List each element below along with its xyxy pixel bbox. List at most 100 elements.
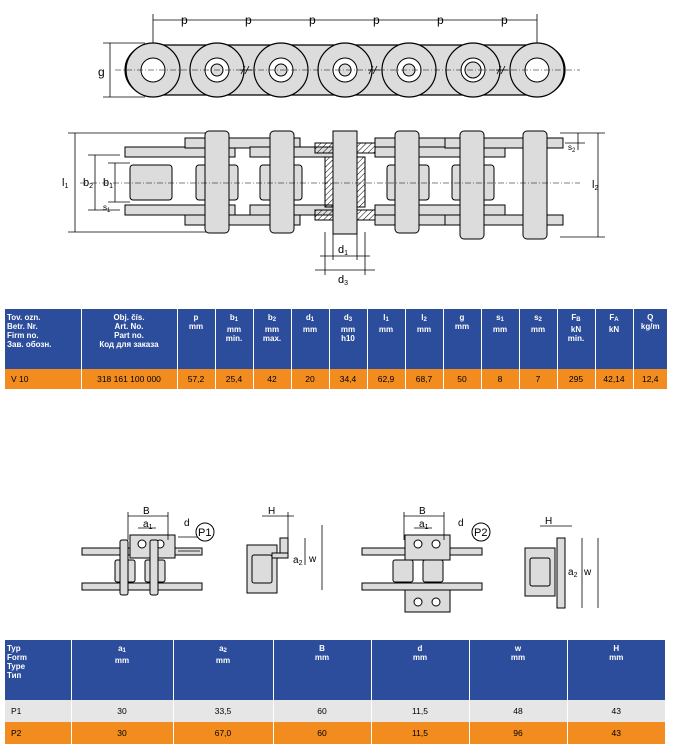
pitch-label: p (181, 13, 188, 27)
header-line: H (613, 644, 620, 653)
plan-dimensions (68, 132, 605, 238)
svg-text:d3: d3 (338, 274, 348, 287)
header-line: mm (454, 322, 470, 331)
header-line: mm (314, 653, 330, 662)
p1-plan-view (81, 534, 203, 596)
chain-spec-table: Tov. ozn.Betr. Nr.Firm no.Зав. обозн.Obj… (5, 309, 667, 389)
pitch-label: p (245, 13, 252, 27)
header-line: Art. No. (114, 322, 144, 331)
header-line: s2 (534, 313, 542, 323)
chain-section-cut (314, 130, 376, 235)
table-cell: 57,2 (177, 369, 216, 389)
p2-dimensions (403, 512, 445, 540)
header-subscript: 1 (500, 317, 504, 323)
header-line: b1 (229, 313, 239, 323)
header-subscript: 2 (538, 317, 542, 323)
header-line: mm (412, 653, 428, 662)
svg-text:d: d (184, 518, 190, 529)
pitch-label: p (309, 13, 316, 27)
p1-dimensions (127, 512, 200, 552)
header-line: mm (226, 325, 242, 334)
table-cell: P2 (5, 722, 72, 744)
table-cell: 50 (443, 369, 482, 389)
header-subscript: A (614, 317, 619, 323)
header-line: d1 (305, 313, 315, 323)
header-line: Form (7, 653, 27, 662)
header-line: mm (609, 653, 624, 662)
table-cell: 43 (611, 706, 621, 716)
table-cell: 43 (611, 728, 621, 738)
table-cell: 11,5 (371, 722, 470, 744)
table-header-cell: Obj. čís.Art. No.Part no.Код для заказа (81, 309, 178, 369)
table-cell: 68,7 (405, 369, 444, 389)
table-cell: 318 161 100 000 (81, 369, 178, 389)
header-line: Tov. ozn. (7, 313, 41, 322)
table-cell: V 10 (5, 369, 82, 389)
header-line: d3 (343, 313, 353, 323)
table-cell: 12,4 (641, 374, 659, 384)
p2-side-view (524, 537, 566, 609)
chain-pins (204, 130, 548, 240)
header-subscript: 1 (310, 317, 315, 323)
table-cell: 11,5 (371, 700, 470, 722)
header-line: b2 (267, 313, 277, 323)
header-line: w (514, 644, 522, 653)
svg-text:l1: l1 (62, 177, 68, 190)
chain-table-header: Tov. ozn.Betr. Nr.Firm no.Зав. обозн.Obj… (5, 309, 667, 369)
header-line: mm (510, 653, 526, 662)
header-line: mm (416, 325, 432, 334)
header-line: l1 (383, 313, 389, 323)
pitch-label: p (437, 13, 444, 27)
header-line: Q (647, 313, 654, 322)
pitch-label: p (501, 13, 508, 27)
header-line: Зав. обозн. (7, 340, 52, 349)
svg-text:d: d (458, 518, 464, 529)
height-label: g (98, 65, 105, 79)
svg-text:s2: s2 (568, 143, 576, 154)
svg-text:d1: d1 (338, 244, 348, 257)
table-cell: 34,4 (329, 369, 368, 389)
header-subscript: 1 (385, 317, 389, 323)
table-cell: 96 (469, 722, 568, 744)
p1-callout (195, 522, 215, 542)
table-header-cell: l2 mm (405, 309, 444, 369)
header-line: Part no. (114, 331, 144, 340)
header-subscript: 2 (223, 648, 227, 654)
svg-text:s1: s1 (103, 203, 111, 214)
header-line: mm (188, 322, 204, 331)
header-line: Obj. čís. (113, 313, 145, 322)
header-subscript: 1 (234, 317, 239, 323)
pitch-label: p (373, 13, 380, 27)
table-header-cell: Tov. ozn.Betr. Nr.Firm no.Зав. обозн. (5, 309, 82, 369)
table-cell: 60 (273, 722, 372, 744)
table-cell: 42 (253, 369, 292, 389)
table-cell: 48 (469, 700, 568, 722)
svg-text:P2: P2 (474, 527, 487, 539)
header-line: l2 (421, 313, 427, 323)
svg-text:H: H (545, 516, 552, 527)
header-line: Код для заказа (99, 340, 159, 349)
svg-text:a2: a2 (293, 555, 303, 567)
header-line: B (319, 644, 325, 653)
header-line: max. (262, 334, 282, 343)
table-cell: 8 (481, 369, 520, 389)
plan-labels: l1 b2 b1 s1 s2 l2 d1 d3 (62, 143, 598, 287)
header-line: mm (530, 325, 546, 334)
height-dimension (103, 42, 145, 98)
header-line: s1 (496, 313, 504, 323)
table-cell: 30 (71, 700, 174, 722)
rivet-marks (240, 65, 508, 75)
header-line: kN (608, 325, 620, 334)
